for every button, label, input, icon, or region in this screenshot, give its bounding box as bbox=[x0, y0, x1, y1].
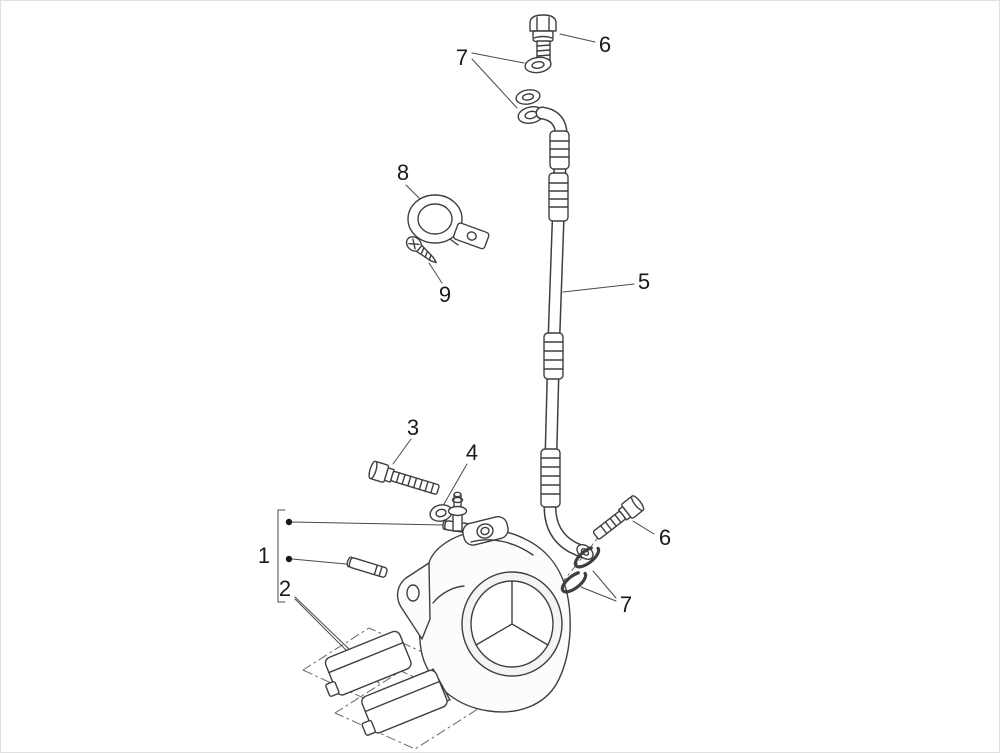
group-bracket-1 bbox=[277, 509, 444, 603]
brake-pad-lower bbox=[361, 669, 448, 736]
caliper-bolt bbox=[368, 460, 440, 495]
clamp-screw bbox=[405, 236, 437, 264]
part-label-washers-top: 7 bbox=[455, 45, 469, 70]
part-label-bolt-washer: 4 bbox=[465, 440, 479, 465]
part-label-brake-pads: 2 bbox=[278, 576, 292, 601]
bleed-valve bbox=[447, 491, 468, 532]
leader-lines bbox=[277, 33, 655, 684]
part-label-hose-clamp: 8 bbox=[396, 160, 410, 185]
part-label-brake-hose: 5 bbox=[637, 269, 651, 294]
brake-hose bbox=[517, 106, 594, 560]
brake-pad-upper bbox=[324, 630, 412, 697]
brake-pads bbox=[324, 630, 448, 736]
part-label-banjo-bolt-bottom: 6 bbox=[658, 525, 672, 550]
banjo-bolt-bottom bbox=[592, 495, 645, 540]
washers-bottom bbox=[560, 545, 601, 594]
washers-top bbox=[515, 56, 552, 105]
hose-crimp-sleeves bbox=[540, 130, 570, 508]
part-label-pad-pins: 1 bbox=[257, 543, 271, 568]
pad-pin-lower bbox=[346, 556, 388, 578]
banjo-bolt-top bbox=[529, 14, 557, 65]
caliper-top-lug bbox=[462, 515, 509, 546]
part-label-banjo-bolt-top: 6 bbox=[598, 32, 612, 57]
part-label-caliper-bolt: 3 bbox=[406, 415, 420, 440]
hose-clamp bbox=[407, 194, 490, 250]
part-label-clamp-screw: 9 bbox=[438, 282, 452, 307]
part-label-washers-bottom: 7 bbox=[619, 592, 633, 617]
